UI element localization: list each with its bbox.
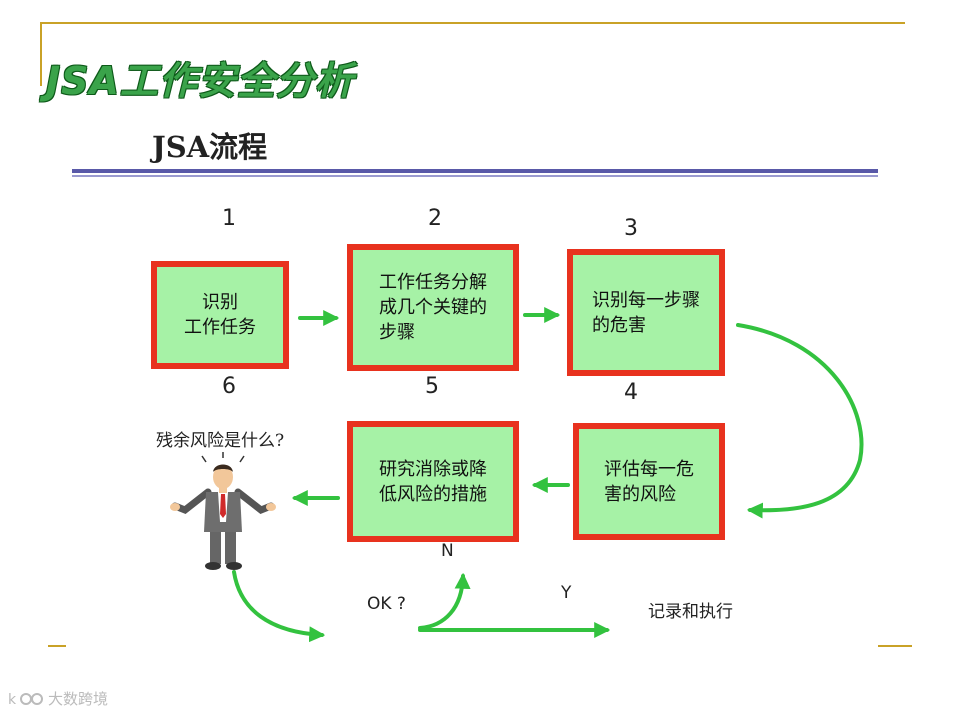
arrow-ok-no-branch xyxy=(418,572,471,630)
no-branch-label: N xyxy=(441,541,454,561)
step-text-1: 识别 工作任务 xyxy=(184,292,256,338)
step-number-5: 5 xyxy=(425,374,439,399)
svg-text:k: k xyxy=(8,692,17,708)
step-box-3: 识别每一步骤 的危害 xyxy=(567,249,725,376)
arrow-person-to-ok xyxy=(232,570,326,643)
residual-risk-question: 残余风险是什么? xyxy=(156,431,285,451)
step-number-1: 1 xyxy=(222,206,236,231)
watermark-text: 大数跨境 xyxy=(48,690,109,708)
record-and-execute-label: 记录和执行 xyxy=(648,602,733,622)
step-text-4: 评估每一危 害的风险 xyxy=(604,458,694,505)
step-number-3: 3 xyxy=(624,216,638,241)
step-box-1: 识别 工作任务 xyxy=(151,261,289,369)
step-number-2: 2 xyxy=(428,206,442,231)
step-text-2: 工作任务分解 成几个关键的 步骤 xyxy=(379,272,487,343)
step-text-3: 识别每一步骤 的危害 xyxy=(592,289,700,336)
watermark: k 大数跨境 xyxy=(8,688,108,709)
slide-title: JSA工作安全分析 xyxy=(46,59,354,103)
step-box-2: 工作任务分解 成几个关键的 步骤 xyxy=(347,244,519,371)
step-box-5: 研究消除或降 低风险的措施 xyxy=(347,421,519,542)
watermark-logo-icon: k xyxy=(8,692,43,708)
step-number-6: 6 xyxy=(222,374,236,399)
frame-top-line xyxy=(40,22,905,24)
step-text-5: 研究消除或降 低风险的措施 xyxy=(379,458,487,505)
yes-branch-label: Y xyxy=(561,583,572,603)
title-rule-thin xyxy=(72,175,878,177)
frame-bottom-left-line xyxy=(48,645,66,647)
flow-title: JSA流程 xyxy=(152,130,268,164)
title-rule xyxy=(72,169,878,173)
step-number-4: 4 xyxy=(624,380,638,405)
step-box-4: 评估每一危 害的风险 xyxy=(573,423,725,540)
arrow-3-to-4 xyxy=(736,323,864,519)
frame-left-line xyxy=(40,22,42,86)
ok-decision-label: OK ? xyxy=(367,594,406,614)
person-shrug-icon xyxy=(170,452,276,570)
frame-bottom-right-line xyxy=(878,645,912,647)
